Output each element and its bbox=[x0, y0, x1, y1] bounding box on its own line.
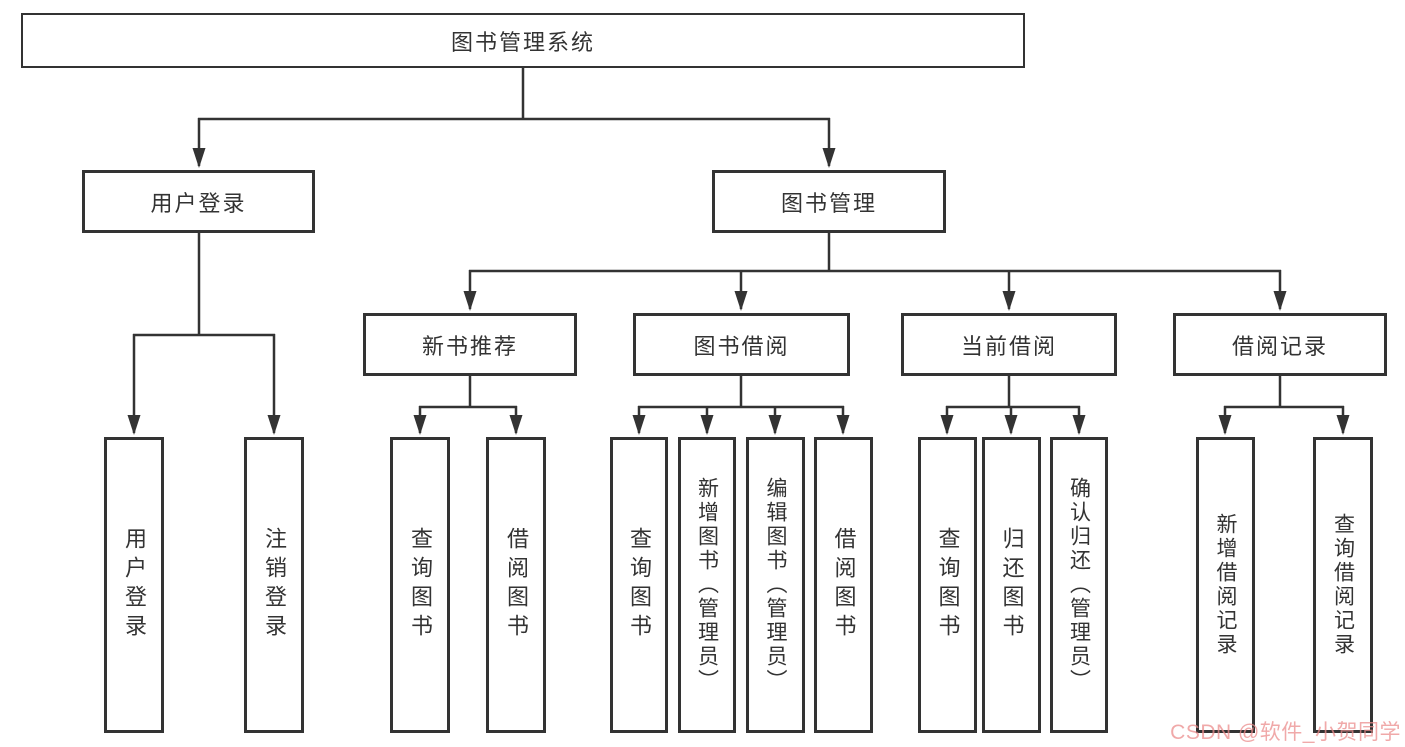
node-label: 新增借阅记录 bbox=[1214, 513, 1237, 657]
node-label: 图书借阅 bbox=[693, 333, 790, 359]
node-label: 归还图书 bbox=[999, 527, 1025, 643]
node-new-book-recommend: 新书推荐 bbox=[363, 313, 577, 376]
node-label: 查询图书 bbox=[935, 527, 961, 643]
node-query-books-recommend: 查询图书 bbox=[390, 437, 450, 733]
node-borrow-books-borrowing: 借阅图书 bbox=[814, 437, 873, 733]
node-borrow-books-recommend: 借阅图书 bbox=[486, 437, 546, 733]
node-label: 新书推荐 bbox=[421, 333, 518, 359]
node-label: 当前借阅 bbox=[960, 333, 1057, 359]
node-label: 用户登录 bbox=[122, 527, 147, 643]
node-add-books-admin: 新增图书（管理员） bbox=[678, 437, 736, 733]
node-edit-books-admin: 编辑图书（管理员） bbox=[746, 437, 805, 733]
node-add-borrow-record: 新增借阅记录 bbox=[1196, 437, 1255, 733]
node-logout-login: 注销登录 bbox=[244, 437, 304, 733]
node-confirm-return-admin: 确认归还（管理员） bbox=[1050, 437, 1108, 733]
node-label: 查询图书 bbox=[408, 527, 433, 643]
node-user-login: 用户登录 bbox=[104, 437, 164, 733]
connector-segments bbox=[127, 68, 1350, 435]
node-label: 编辑图书（管理员） bbox=[764, 477, 787, 693]
node-book-management-branch: 图书管理 bbox=[712, 170, 946, 233]
node-label: 注销登录 bbox=[262, 527, 287, 643]
node-label: 查询图书 bbox=[627, 527, 652, 643]
node-label: 借阅图书 bbox=[504, 527, 529, 643]
node-book-borrowing: 图书借阅 bbox=[633, 313, 850, 376]
node-library-management-system: 图书管理系统 bbox=[21, 13, 1025, 68]
node-label: 新增图书（管理员） bbox=[695, 477, 719, 693]
node-label: 确认归还（管理员） bbox=[1067, 477, 1091, 693]
node-label: 查询借阅记录 bbox=[1331, 513, 1355, 657]
node-query-borrow-record: 查询借阅记录 bbox=[1313, 437, 1373, 733]
node-query-books-current: 查询图书 bbox=[918, 437, 977, 733]
node-label: 借阅记录 bbox=[1231, 333, 1328, 359]
node-user-login-branch: 用户登录 bbox=[82, 170, 315, 233]
node-label: 借阅图书 bbox=[831, 527, 857, 643]
node-current-borrowing: 当前借阅 bbox=[901, 313, 1117, 376]
node-label: 图书管理 bbox=[780, 190, 877, 216]
node-return-books: 归还图书 bbox=[982, 437, 1041, 733]
node-label: 用户登录 bbox=[150, 190, 247, 216]
node-borrow-records: 借阅记录 bbox=[1173, 313, 1387, 376]
node-query-books-borrowing: 查询图书 bbox=[610, 437, 668, 733]
node-label: 图书管理系统 bbox=[450, 29, 595, 55]
